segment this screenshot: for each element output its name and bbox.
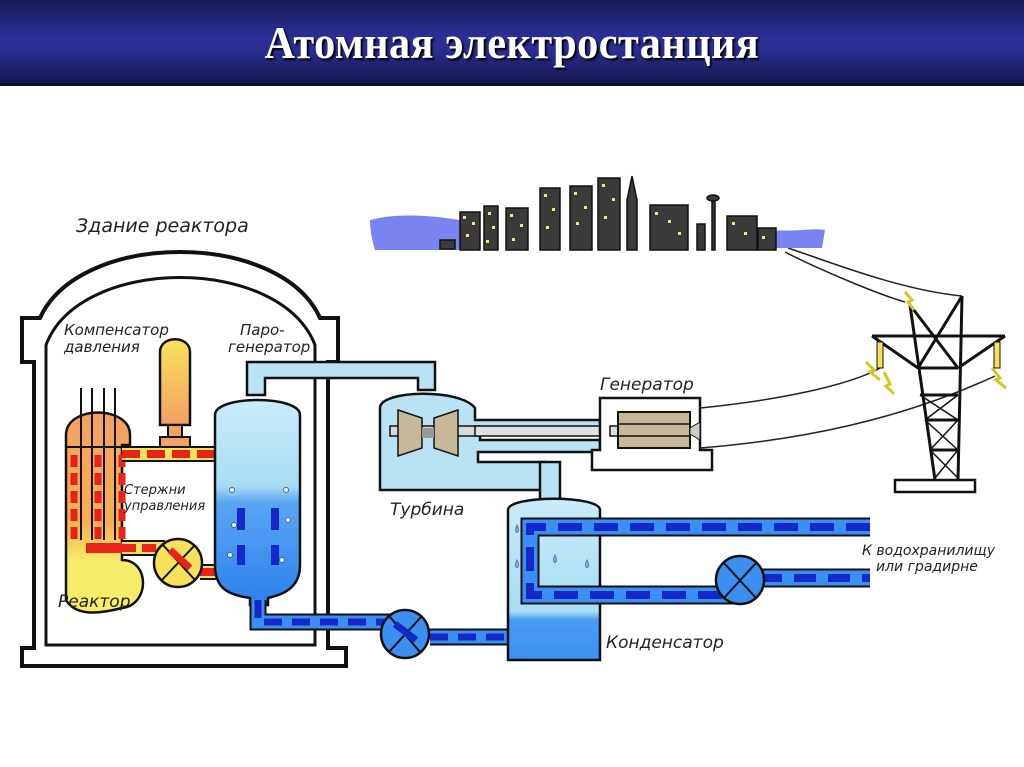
label-control-rods-2: управления — [123, 499, 205, 514]
label-pressurizer-1: Компенсатор — [64, 321, 169, 339]
label-steam-generator-1: Паро- — [240, 321, 285, 339]
label-generator: Генератор — [600, 375, 694, 395]
feedwater-pipe — [249, 600, 520, 646]
label-reservoir-1: К водохранилищу — [862, 543, 996, 559]
control-rods — [80, 388, 116, 540]
label-condenser: Конденсатор — [606, 633, 724, 653]
spark-icons — [864, 291, 1007, 396]
reactor-building — [20, 250, 348, 668]
label-control-rods-1: Стержни — [124, 483, 186, 498]
title-bar: Атомная электростанция — [0, 0, 1024, 86]
label-reactor: Реактор — [58, 592, 131, 612]
steam-pipe — [245, 360, 437, 397]
turbine-shaft — [474, 425, 611, 437]
power-lines — [699, 247, 996, 449]
steam-generator — [213, 398, 302, 607]
feedwater-pump — [379, 608, 431, 660]
generator — [590, 396, 714, 472]
pressurizer — [158, 338, 192, 448]
label-reservoir-2: или градирне — [876, 559, 978, 575]
turbine — [378, 392, 602, 492]
water-drop-icons — [515, 523, 589, 568]
label-turbine: Турбина — [390, 500, 464, 520]
reactor-vessel — [64, 388, 145, 614]
city-skyline — [370, 175, 825, 251]
label-steam-generator-2: генератор — [228, 338, 310, 356]
exhaust-pipe — [538, 460, 562, 502]
nuclear-plant-diagram: Здание реактора Компенсатор давления Пар… — [20, 175, 1007, 668]
primary-pump — [152, 537, 204, 589]
label-pressurizer-2: давления — [63, 338, 140, 356]
page-title: Атомная электростанция — [264, 17, 760, 68]
cooling-pump — [714, 554, 766, 606]
label-reactor-building: Здание реактора — [76, 215, 249, 237]
cooling-water-loop — [520, 517, 870, 605]
transmission-tower — [871, 295, 1006, 494]
